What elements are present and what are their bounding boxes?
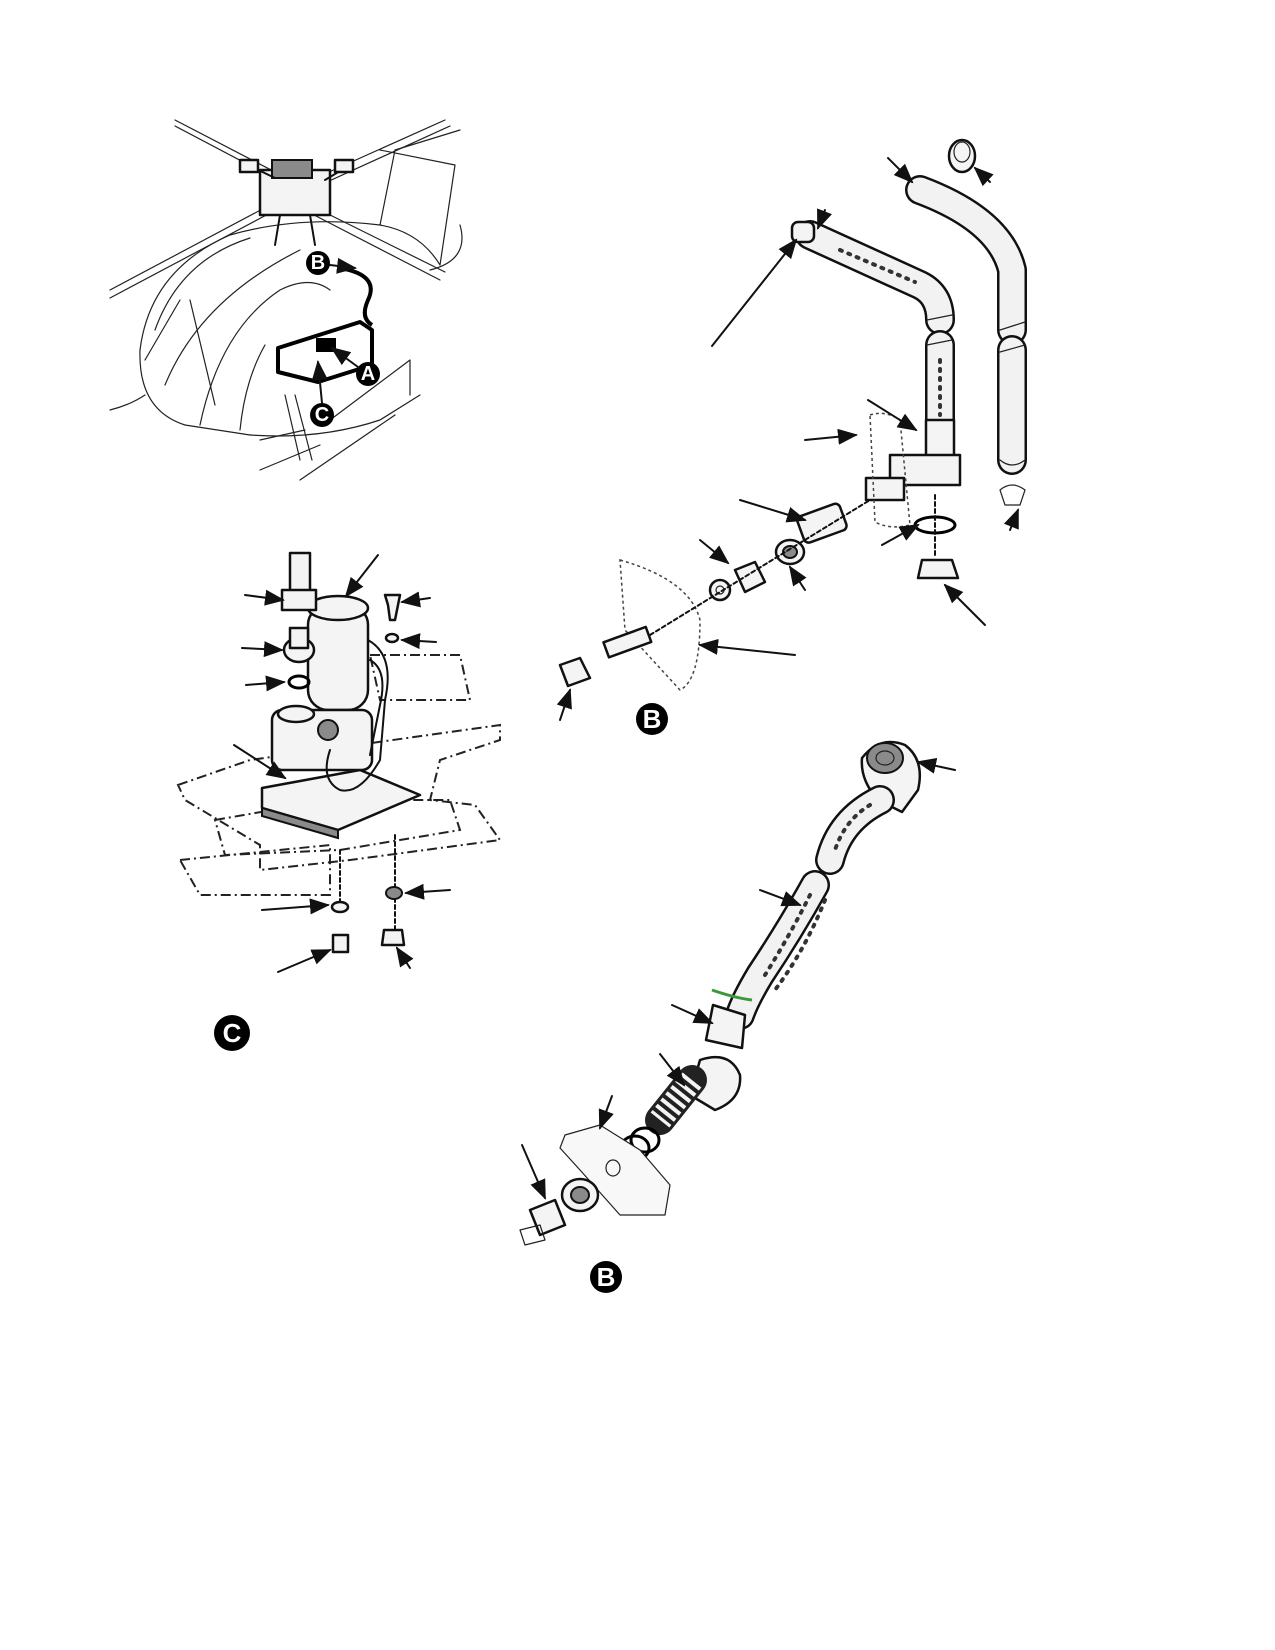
- flex-hose: [704, 785, 895, 1050]
- svg-text:A: A: [361, 363, 375, 385]
- helicopter-overview: B A C: [109, 119, 463, 481]
- callout-c-detail: C: [214, 1015, 250, 1051]
- callout-a-overview: A: [356, 362, 380, 386]
- fuel-tube: [790, 220, 962, 502]
- drain-tube: [905, 138, 1027, 506]
- svg-text:C: C: [315, 404, 329, 426]
- fitting-hardware: [558, 494, 960, 691]
- svg-text:B: B: [643, 704, 662, 734]
- rotor-hub: [238, 158, 355, 246]
- detail-b-lower: B: [519, 740, 956, 1293]
- svg-text:B: B: [597, 1262, 616, 1292]
- svg-text:C: C: [223, 1018, 242, 1048]
- fuselage: [109, 129, 463, 481]
- callout-b-detail-upper: B: [636, 703, 668, 735]
- detail-b-upper: B: [556, 138, 1027, 735]
- bellows-fitting: [619, 1055, 742, 1162]
- bulkhead-plate: [559, 1124, 671, 1216]
- mounting-plates: [176, 654, 502, 896]
- elbow-fitting: [860, 740, 922, 814]
- svg-text:B: B: [311, 252, 325, 274]
- leader-arrows-b-upper: [556, 157, 1019, 721]
- pump-base-plate: [260, 768, 422, 840]
- pump-mount-fasteners: [330, 834, 406, 954]
- detail-c: C: [176, 551, 502, 1051]
- callout-c-overview: C: [310, 403, 334, 427]
- leader-arrows-b-lower: [521, 757, 956, 1200]
- pump-inlet-hardware: [280, 551, 402, 690]
- fuel-pump: [270, 594, 389, 792]
- callout-b-overview: B: [306, 251, 330, 275]
- bulkhead-nut-fitting: [519, 1177, 600, 1246]
- callout-b-detail-lower: B: [590, 1261, 622, 1293]
- leader-arrows-c: [233, 554, 451, 973]
